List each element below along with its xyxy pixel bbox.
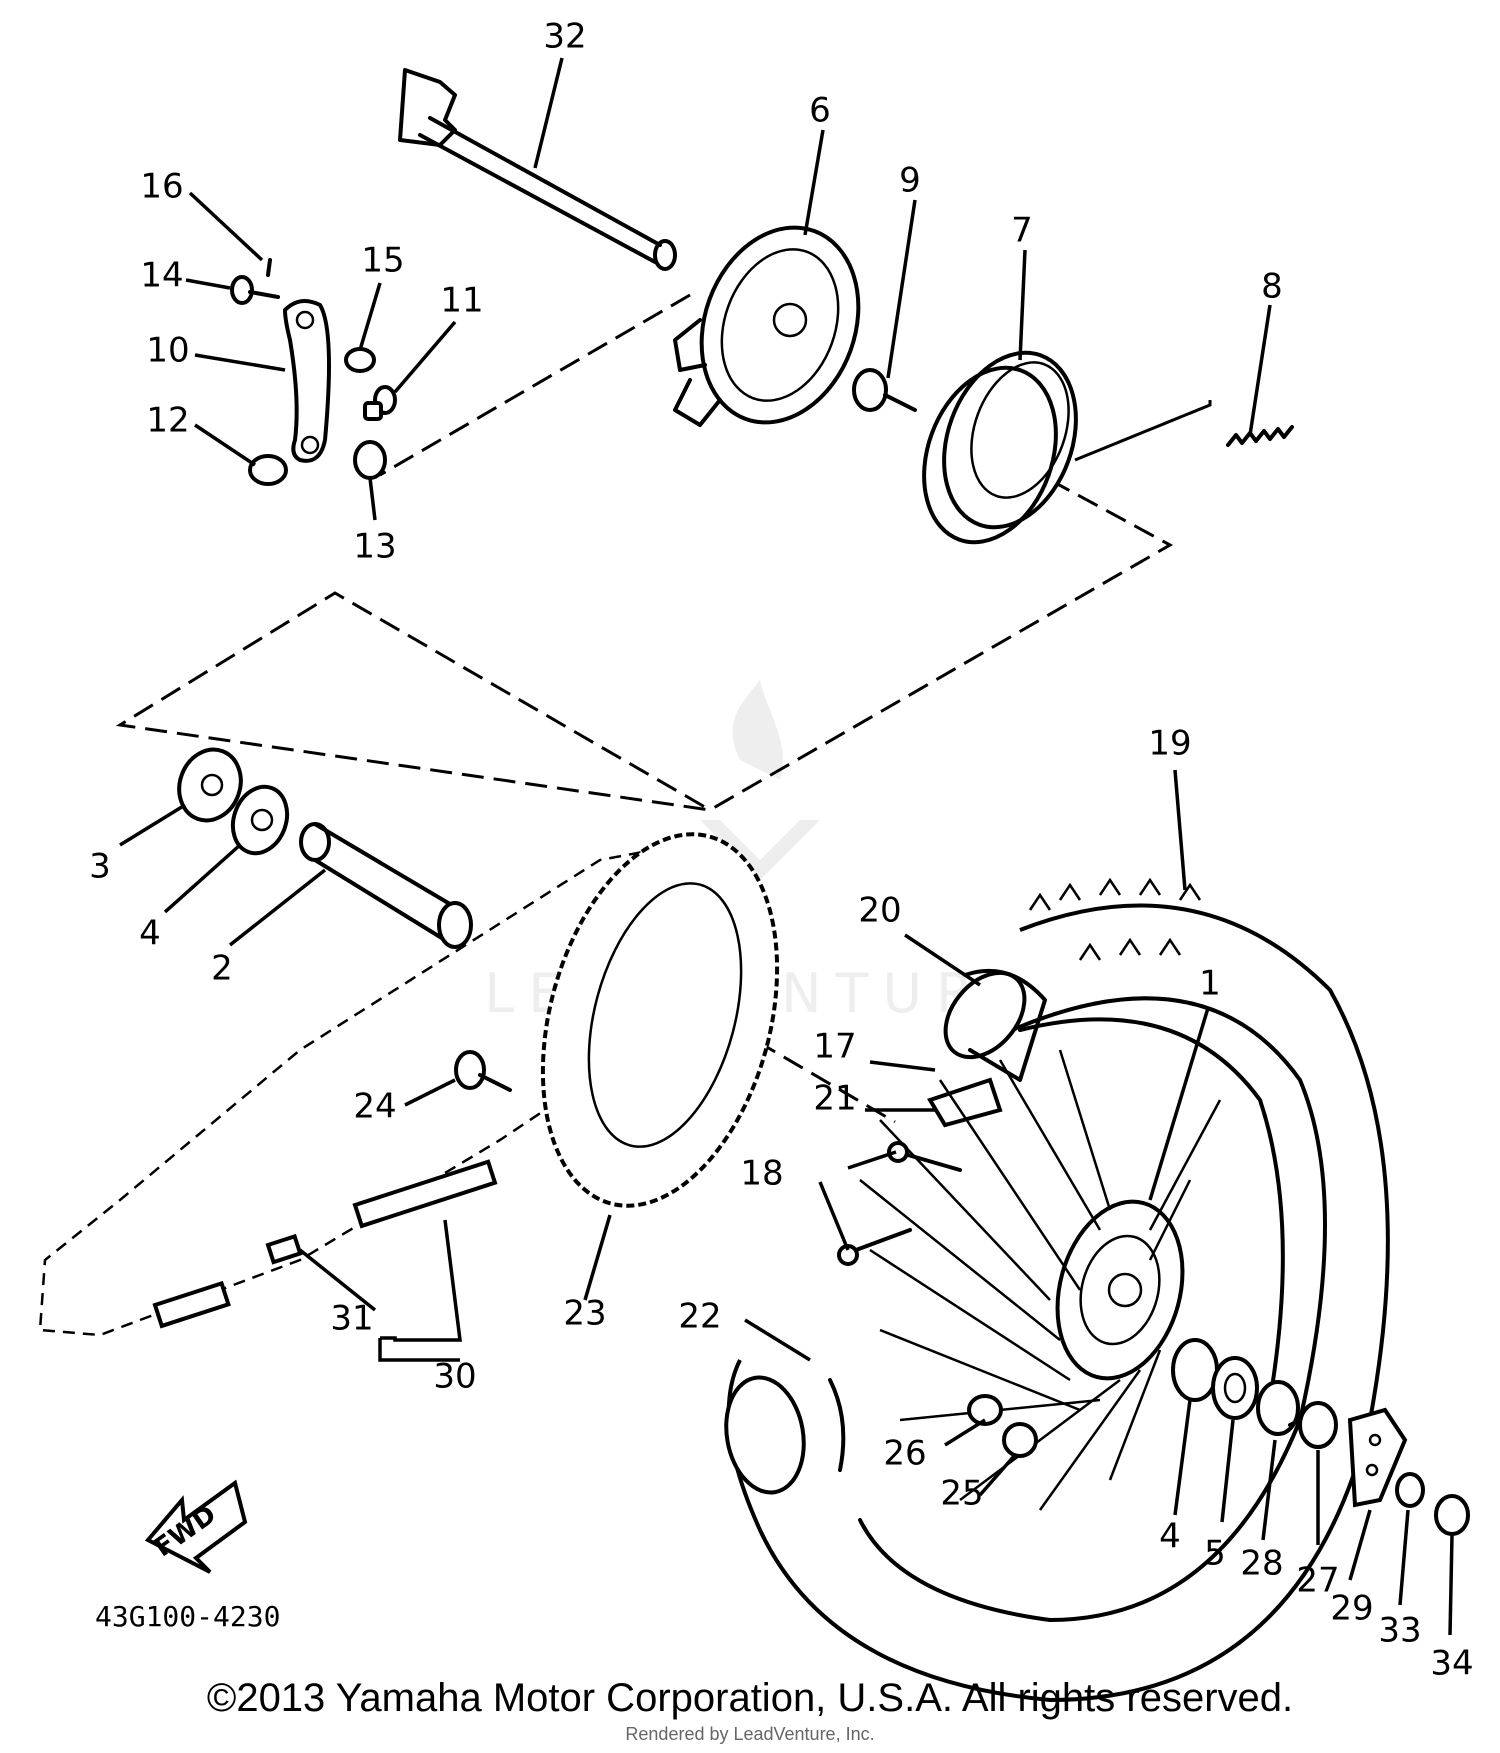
- callout-label: 23: [563, 1294, 606, 1334]
- callout-label: 10: [146, 331, 189, 371]
- part-tension-bar: [282, 299, 331, 463]
- callout-label: 9: [899, 161, 921, 201]
- part-nut-15: [344, 347, 376, 373]
- callout-label: 5: [1204, 1534, 1226, 1574]
- copyright-notice: ©2013 Yamaha Motor Corporation, U.S.A. A…: [206, 1676, 1294, 1720]
- callout-label: 18: [740, 1154, 783, 1194]
- part-oil-seal-4: [230, 784, 290, 856]
- part-spring: [1226, 425, 1294, 447]
- callout-label: 8: [1261, 267, 1283, 307]
- callout-label: 28: [1240, 1544, 1283, 1584]
- spokes: [859, 1049, 1222, 1511]
- callout-label: 17: [813, 1027, 856, 1067]
- callout-label: 4: [1159, 1517, 1181, 1557]
- callout-label: 4: [139, 914, 161, 954]
- callout-label: 15: [361, 241, 404, 281]
- callout-label: 1: [1199, 964, 1221, 1004]
- part-bearing-3: [177, 747, 243, 823]
- callout-label: 32: [543, 17, 586, 57]
- callout-label: 33: [1378, 1611, 1421, 1651]
- part-nut-26: [967, 1394, 1003, 1426]
- part-chain: [152, 1159, 498, 1329]
- part-bearing-5: [1211, 1356, 1259, 1420]
- part-hub: [1055, 1199, 1185, 1381]
- callout-label: 26: [883, 1434, 926, 1474]
- callout-label: 3: [89, 847, 111, 887]
- part-washer-33: [1395, 1472, 1425, 1508]
- part-rim-lock-20: [943, 968, 1047, 1082]
- part-nut-34: [1434, 1494, 1470, 1536]
- callout-label: 30: [433, 1357, 476, 1397]
- part-collar-13: [353, 440, 387, 480]
- callout-label: 7: [1011, 211, 1033, 251]
- fwd-arrow-icon: FWD: [144, 1479, 248, 1574]
- part-bolt-24: [454, 1050, 512, 1092]
- callout-label: 25: [940, 1474, 983, 1514]
- leader-lines: [119, 57, 1454, 1636]
- part-sprocket: [540, 832, 780, 1208]
- part-brake-cam: [852, 368, 917, 412]
- diagram-code: 43G100-4230: [95, 1600, 280, 1633]
- part-nut-12: [248, 454, 288, 486]
- callout-label: 6: [809, 91, 831, 131]
- callout-label: 14: [140, 256, 183, 296]
- callout-label: 27: [1296, 1561, 1339, 1601]
- part-collar-25: [1002, 1422, 1038, 1458]
- callout-label: 11: [440, 281, 483, 321]
- callout-label: 24: [353, 1087, 396, 1127]
- callout-label: 21: [813, 1079, 856, 1119]
- part-rim-lock-22: [724, 1375, 846, 1495]
- part-collar-27: [1288, 1401, 1338, 1449]
- callouts: 32 6 9 7 8 16 15 14 11 10 12 13 19 3 4 2…: [89, 17, 1473, 1684]
- callout-label: 20: [858, 891, 901, 931]
- part-rim-band-21: [927, 1077, 1003, 1128]
- part-chain-puller-29: [1347, 1407, 1408, 1508]
- callout-label: 19: [1148, 724, 1191, 764]
- callout-label: 34: [1430, 1644, 1473, 1684]
- part-cotter-pin: [266, 258, 272, 277]
- part-collar-2: [299, 822, 473, 949]
- part-axle: [398, 68, 677, 271]
- part-oil-seal-4b: [1171, 1338, 1219, 1402]
- part-chain-joint: [265, 1233, 303, 1265]
- part-bolt-14: [230, 275, 280, 305]
- part-spacer-28: [1256, 1380, 1300, 1436]
- callout-label: 16: [140, 167, 183, 207]
- callout-label: 13: [353, 527, 396, 567]
- callout-label: 22: [678, 1297, 721, 1337]
- renderer-credit: Rendered by LeadVenture, Inc.: [625, 1724, 875, 1744]
- part-spoke-nipples: [837, 1141, 962, 1266]
- part-brake-shoes: [922, 350, 1078, 545]
- callout-label: 12: [146, 401, 189, 441]
- part-bolt-11: [363, 385, 397, 421]
- callout-label: 31: [330, 1299, 373, 1339]
- callout-label: 29: [1330, 1589, 1373, 1629]
- callout-label: 2: [211, 949, 233, 989]
- part-brake-plate: [673, 225, 861, 427]
